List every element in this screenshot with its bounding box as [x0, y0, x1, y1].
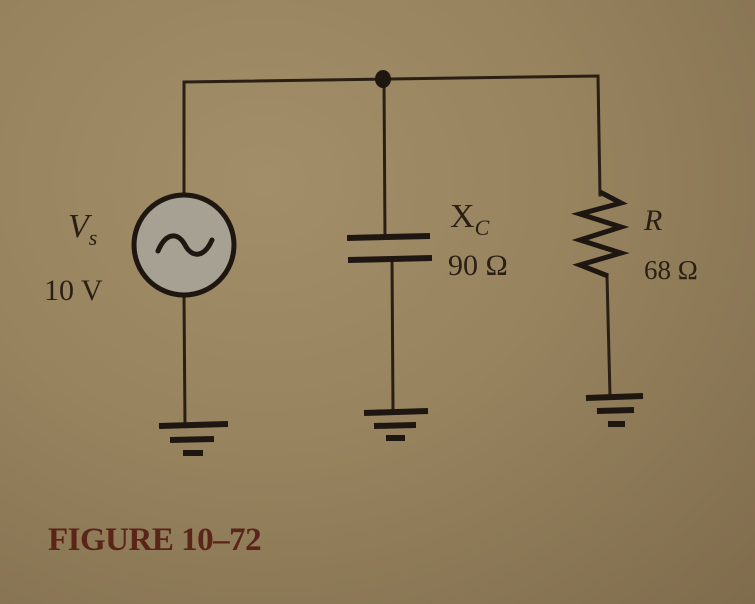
- capacitor-symbol: X: [450, 198, 475, 235]
- ground-icon: [363, 408, 429, 441]
- top-wire: [182, 74, 602, 197]
- source-label: Vs: [68, 208, 97, 249]
- ground-icon: [158, 421, 229, 456]
- source-symbol: V: [68, 208, 89, 245]
- ground-icon: [585, 393, 644, 427]
- source-value: 10 V: [44, 274, 103, 307]
- figure-caption: FIGURE 10–72: [48, 522, 262, 558]
- capacitor-subscript: C: [474, 215, 490, 240]
- resistor-label: R: [644, 204, 663, 237]
- resistor-value: 68 Ω: [644, 255, 698, 285]
- junction-node-icon: [375, 70, 391, 88]
- resistor-icon: [571, 189, 630, 279]
- capacitor-icon: [346, 233, 433, 263]
- resistor-ground-wire: [605, 274, 612, 398]
- source-ground-wire: [182, 294, 187, 427]
- capacitor-top-wire: [382, 78, 387, 239]
- capacitor-bottom-wire: [390, 256, 395, 412]
- capacitor-label: XC: [450, 198, 489, 239]
- source-subscript: s: [88, 225, 98, 250]
- ac-source-icon: [131, 192, 237, 298]
- capacitor-value: 90 Ω: [448, 249, 508, 282]
